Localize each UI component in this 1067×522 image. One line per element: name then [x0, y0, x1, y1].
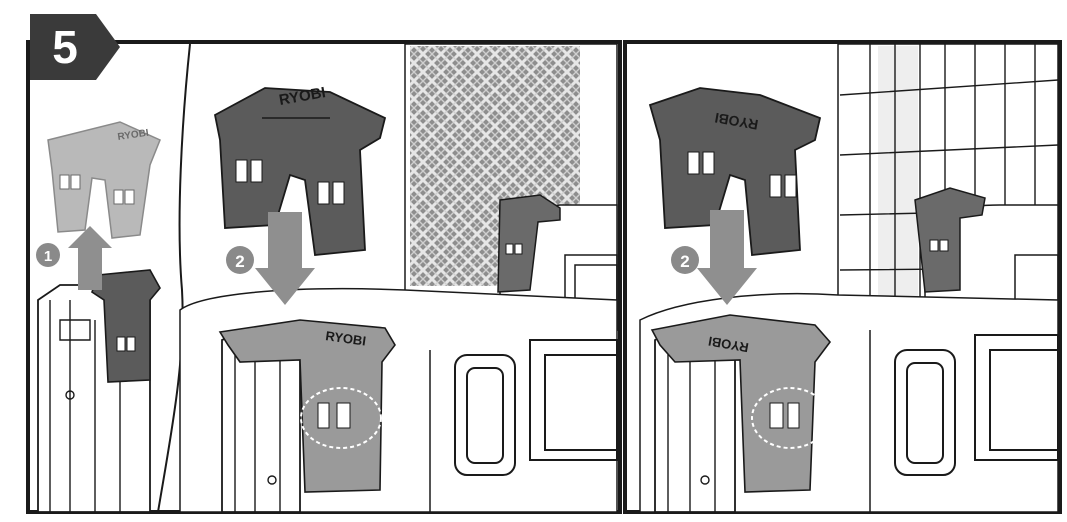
step-circle-2-icon-right	[671, 246, 699, 274]
removed-clip-logo: RYOBI	[117, 128, 150, 143]
step-circle-2-icon	[226, 246, 254, 274]
dashed-circle-highlight-icon-right	[751, 387, 829, 449]
step-number: 5	[52, 21, 78, 73]
left-handle-installed	[218, 319, 396, 513]
dashed-circle-highlight-icon	[300, 387, 382, 449]
step-badge: 5	[30, 14, 122, 80]
remove-step-number: 1	[44, 248, 52, 265]
installed-clip-left	[218, 319, 396, 493]
left-tool-handle	[37, 269, 161, 513]
right-install-step-number: 2	[680, 252, 689, 271]
attached-clip	[91, 269, 161, 383]
right-inset-grille-view	[837, 43, 1059, 315]
up-arrow-icon	[68, 226, 112, 290]
right-handle-installed	[650, 314, 832, 513]
right-installed-clip-logo: RYOBI	[707, 334, 750, 356]
left-inset-mesh-view	[404, 43, 618, 331]
install-step-number: 2	[235, 252, 244, 271]
step-badge-shape	[30, 14, 120, 80]
right-new-clip-logo: RYOBI	[714, 110, 760, 133]
down-arrow-icon	[255, 212, 315, 305]
sub-step-divider	[157, 43, 191, 513]
removed-clip-light	[47, 121, 161, 239]
inset-clip	[497, 194, 561, 293]
right-inset-clip	[914, 187, 986, 293]
new-clip-dark-left	[213, 87, 387, 256]
step-circle-1-icon	[36, 243, 60, 267]
new-clip-dark-right	[648, 87, 822, 256]
installed-clip-logo: RYOBI	[325, 328, 367, 349]
down-arrow-icon-right	[697, 210, 757, 305]
